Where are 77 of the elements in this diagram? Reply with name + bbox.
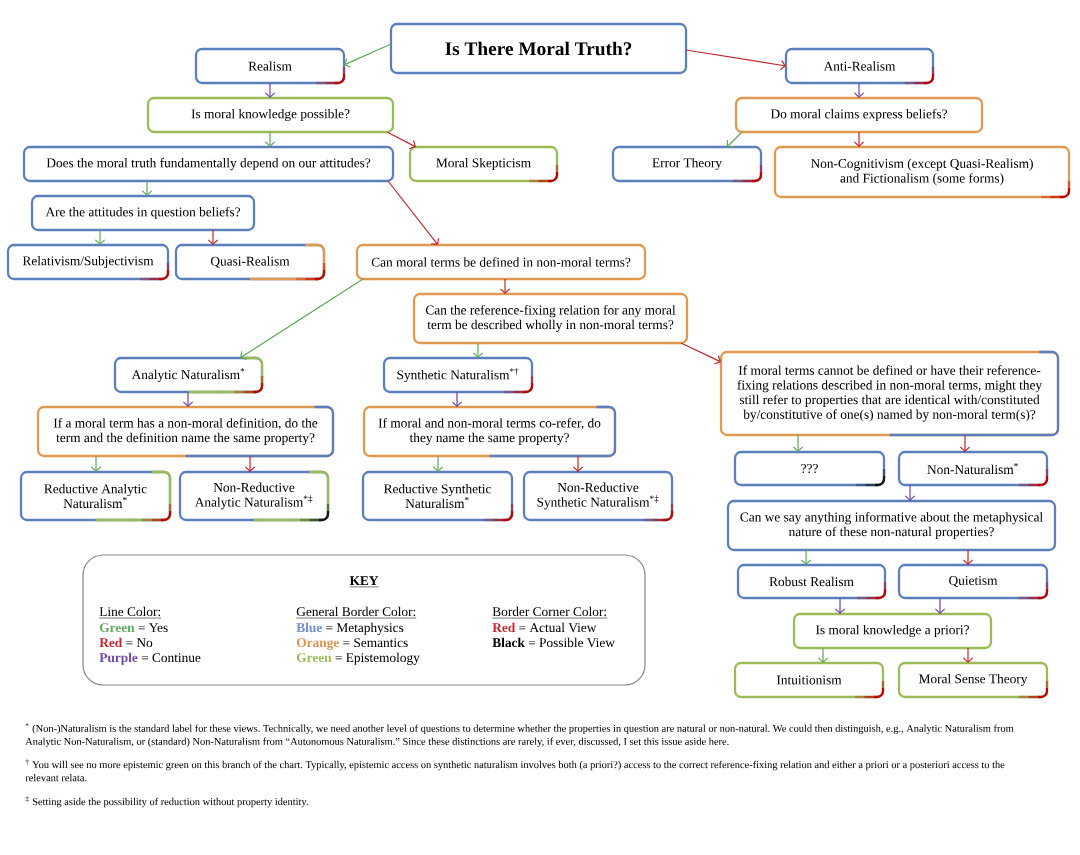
question-box: Can moral terms be defined in non-moral terms?	[355, 243, 647, 281]
arrow	[141, 180, 153, 196]
arrow	[834, 597, 846, 614]
arrow	[264, 82, 276, 98]
arrow	[472, 342, 484, 358]
arrow	[207, 229, 219, 245]
arrow	[904, 484, 916, 501]
question-box: If a moral term has a non-moral definition, do the term and the definition name the same property?	[36, 405, 335, 458]
arrow	[432, 455, 444, 472]
result-box: ???	[733, 450, 886, 487]
question-box: Can we say anything informative about the metaphysical nature of these non-natural properties?	[726, 499, 1057, 552]
title-box: Is There Moral Truth?	[389, 22, 688, 75]
column-heading: Line Color:	[99, 606, 162, 619]
question-box: Does the moral truth fundamentally depend on our attitudes?	[22, 145, 395, 183]
arrow	[934, 597, 946, 614]
arrow	[800, 549, 812, 565]
footnote: $^{*}$ (Non-)Naturalism is the standard label for these views. Technically, we need another level of questions to determine whether the properties in question are natural or non-natural. We could then distinguish, e.g., Analytic Naturalism from Analytic Non-Naturalism, or (standard) Non-Naturalism from “Autonomous Naturalism.” Since these distinctions are rarely, if ever, discussed, I set this issue aside here.	[25, 723, 1014, 748]
column-heading: General Border Color:	[296, 606, 417, 619]
result-box: Moral Skepticism	[408, 145, 559, 183]
key-heading: KEY	[349, 576, 379, 588]
result-box: Reductive Synthetic Naturalism$^{*}$	[361, 470, 514, 522]
result-box: Anti-Realism	[784, 47, 935, 85]
arrow	[685, 49, 786, 71]
legend-entry: Orange = Semantics	[296, 638, 408, 650]
result-box: Relativism/Subjectivism	[6, 243, 170, 281]
arrow	[499, 278, 511, 294]
question-box: If moral terms cannot be defined or have their reference-fixing relations described in non-moral terms, might they still refer to properties that are identical with/constituted by/constitutive of one(s) named by non-moral term(s)?	[719, 350, 1060, 437]
legend-entry: Green = Yes	[99, 623, 168, 633]
arrow	[572, 455, 584, 472]
legend-entry: Black = Possible View	[492, 637, 615, 648]
arrow	[792, 434, 804, 452]
question-box: Can the reference-fixing relation for any moral term be described wholly in non-moral terms?	[412, 292, 689, 345]
result-box: Error Theory	[611, 145, 763, 183]
arrow	[90, 455, 102, 472]
arrow	[853, 82, 865, 98]
legend-entry: Red = No	[99, 637, 153, 648]
result-box: Intuitionism	[733, 661, 885, 699]
arrow	[94, 229, 106, 245]
arrow	[244, 455, 256, 472]
column-heading: Border Corner Color:	[492, 606, 608, 619]
result-box: Moral Sense Theory	[897, 661, 1049, 699]
question-box: Is moral knowledge possible?	[146, 96, 395, 134]
legend-entry: Purple = Continue	[99, 652, 201, 665]
arrow	[264, 131, 276, 147]
arrow	[959, 434, 971, 452]
question-box: Is moral knowledge a priori?	[792, 612, 993, 650]
legend-entry: Blue = Metaphysics	[296, 622, 404, 635]
result-box: Quietism	[897, 563, 1049, 600]
arrow	[726, 131, 743, 148]
result-box: Analytic Naturalism$^{*}$	[113, 356, 264, 394]
footnote: $^{†}$ You will see no more epistemic green on this branch of the chart. Typically, epistemic access on synthetic naturalism involves both (a priori?) access to the correct reference-fixing relation and either a priori or a posteriori access to the relevant relata.	[25, 759, 1005, 782]
result-box: Robust Realism	[736, 563, 887, 600]
arrow	[817, 647, 829, 663]
result-box: Reductive Analytic Naturalism$^{*}$	[19, 470, 172, 522]
arrow	[386, 131, 417, 150]
result-box: Synthetic Naturalism$^{*†}$	[382, 356, 534, 394]
result-box: Non-Naturalism$^{*}$	[897, 450, 1049, 487]
footnote: $^{‡}$ Setting aside the possibility of reduction without property identity.	[25, 796, 308, 808]
result-box: Non-Cognitivism (except Quasi-Realism) and Fictionalism (some forms)	[773, 145, 1071, 199]
legend-entry: Green = Epistemology	[296, 652, 420, 665]
arrow	[962, 549, 974, 565]
question-box: Are the attitudes in question beliefs?	[30, 194, 256, 232]
arrow	[451, 391, 463, 407]
arrow	[853, 131, 865, 147]
arrow	[182, 391, 194, 407]
arrow	[240, 278, 364, 360]
question-box: If moral and non-moral terms co-refer, do they name the same property?	[362, 405, 617, 458]
result-box: Realism	[194, 47, 346, 85]
arrow	[344, 43, 392, 68]
arrow	[387, 180, 440, 245]
result-box: Non-Reductive Synthetic Naturalism$^{*‡}$	[522, 470, 674, 522]
legend-entry: Red = Actual View	[492, 622, 597, 633]
arrow	[680, 342, 721, 365]
result-box: Non-Reductive Analytic Naturalism$^{*‡}$	[178, 470, 330, 522]
arrow	[962, 647, 974, 663]
result-box: Quasi-Realism	[174, 243, 326, 281]
question-box: Do moral claims express beliefs?	[734, 96, 984, 134]
